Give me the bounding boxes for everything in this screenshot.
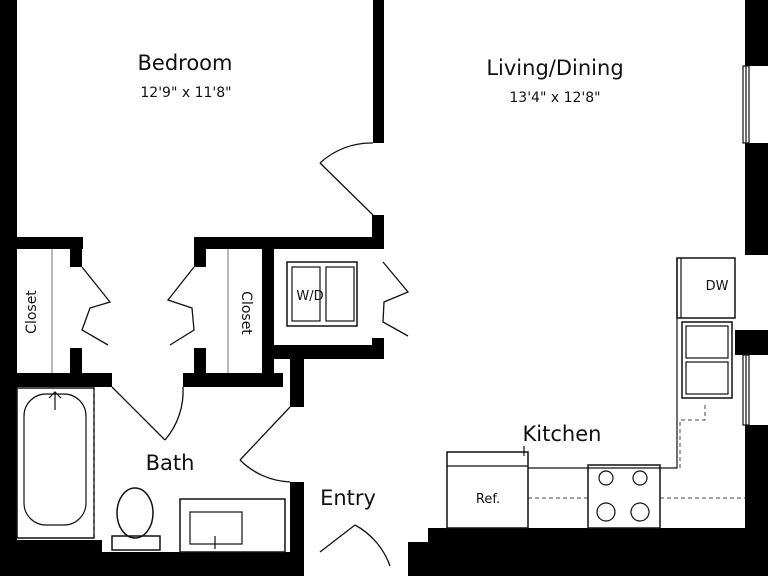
living-dining-dimensions: 13'4" x 12'8" <box>509 90 600 106</box>
bedroom-dimensions: 12'9" x 11'8" <box>140 85 231 101</box>
doors <box>111 142 391 567</box>
windows <box>742 65 750 426</box>
closet-left-label: Closet <box>24 290 40 334</box>
refrigerator-label: Ref. <box>476 492 500 507</box>
entry-name: Entry <box>320 486 376 510</box>
kitchen-name: Kitchen <box>523 422 602 446</box>
bedroom-name: Bedroom <box>138 51 233 75</box>
bath-fixtures <box>16 387 286 553</box>
kitchen-fixtures <box>446 257 745 529</box>
dishwasher-label: DW <box>706 279 729 294</box>
closet-right-label: Closet <box>238 291 254 335</box>
washer-dryer-label: W/D <box>296 289 323 304</box>
washer-dryer <box>286 261 358 327</box>
closet-doors <box>51 249 410 373</box>
living-dining-name: Living/Dining <box>486 56 623 80</box>
bath-name: Bath <box>146 451 195 475</box>
